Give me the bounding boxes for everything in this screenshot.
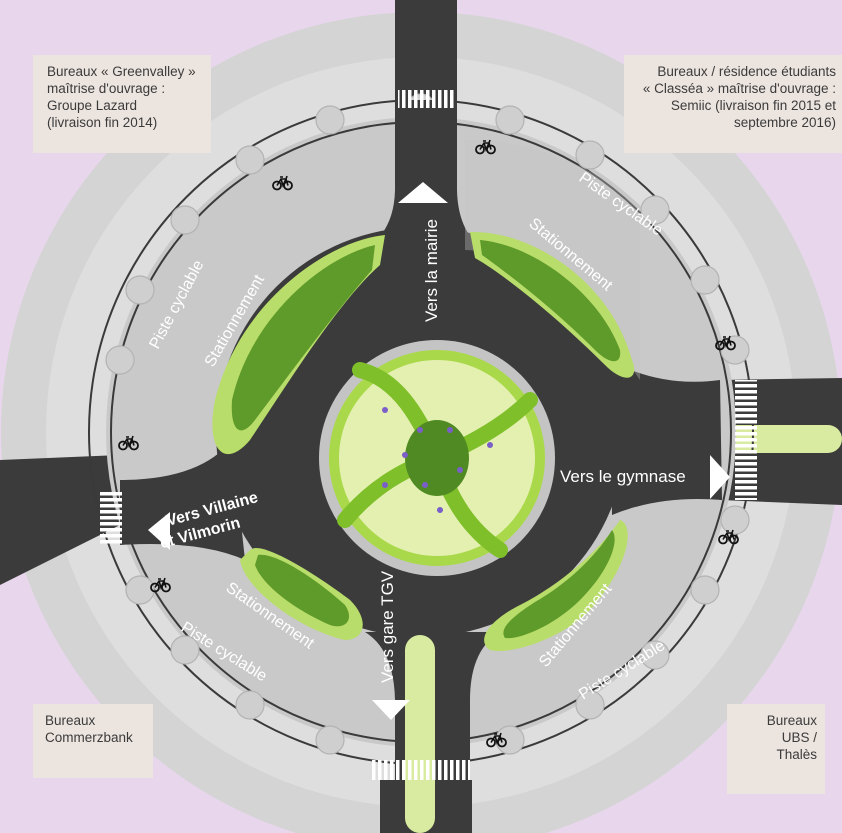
line: Groupe Lazard: [47, 98, 138, 113]
label-vers-la-mairie: Vers la mairie: [422, 219, 441, 322]
label-vers-gare-tgv: Vers gare TGV: [378, 570, 397, 683]
medians: [405, 635, 435, 833]
line: UBS /: [781, 730, 817, 745]
line: Bureaux « Greenvalley »: [47, 64, 196, 79]
label-bureaux-greenvalley: Bureaux « Greenvalley » maîtrise d'ouvra…: [33, 55, 211, 153]
pedestrian-crossings: [100, 90, 757, 780]
label-bureaux-ubs: Bureaux UBS / Thalès: [727, 704, 825, 794]
line: Bureaux / résidence étudiants: [657, 64, 836, 79]
label-vers-le-gymnase: Vers le gymnase: [560, 467, 686, 486]
green-islands: [212, 231, 635, 651]
line: Semiic (livraison fin 2015 et: [670, 98, 836, 113]
line: « Classéa » maîtrise d'ouvrage :: [642, 81, 836, 96]
line: Commerzbank: [45, 730, 133, 745]
line: Bureaux: [45, 713, 96, 728]
label-bureaux-classea: Bureaux / résidence étudiants « Classéa …: [624, 55, 842, 153]
central-island: [319, 340, 555, 576]
label-bureaux-commerzbank: Bureaux Commerzbank: [33, 704, 153, 778]
line: Thalès: [776, 747, 817, 762]
line: septembre 2016): [733, 115, 836, 130]
line: (livraison fin 2014): [47, 115, 158, 130]
direction-arrow-icon: [148, 182, 730, 720]
line: Bureaux: [766, 713, 817, 728]
line: maîtrise d'ouvrage :: [47, 81, 166, 96]
